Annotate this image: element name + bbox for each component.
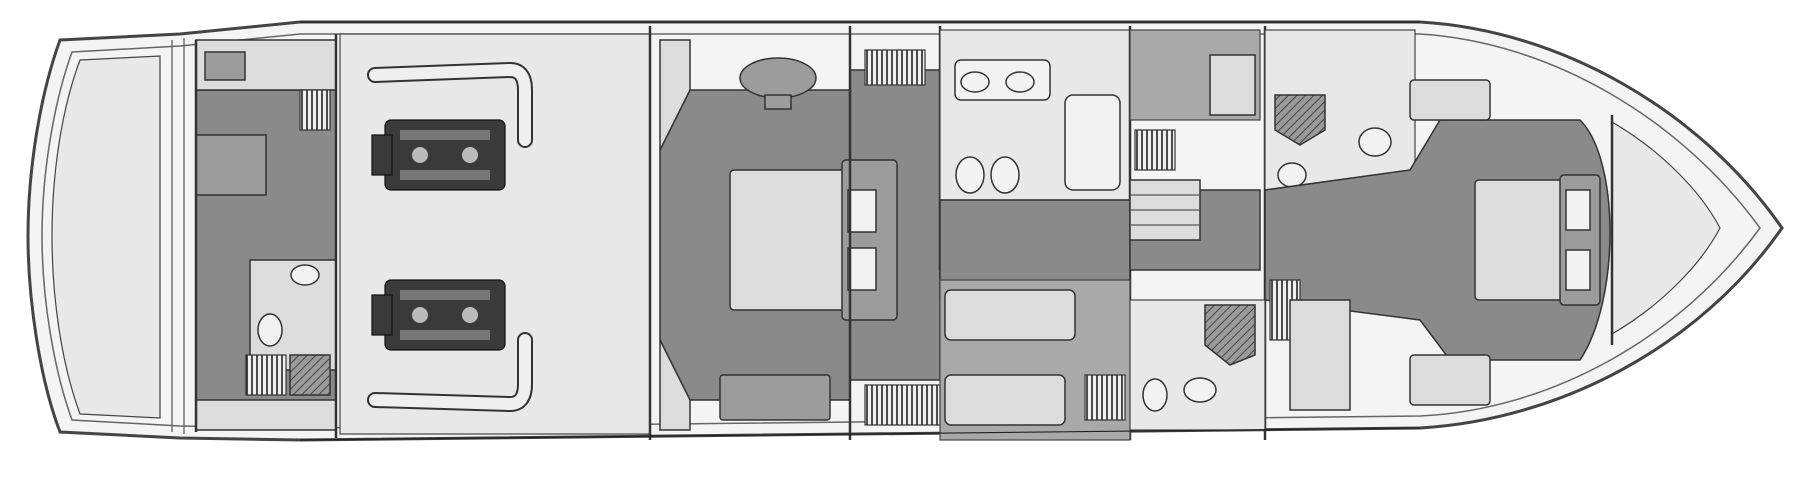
- vanity-stool-icon: [739, 57, 817, 99]
- engine-starboard-icon: [371, 279, 506, 351]
- toilet-icon: [955, 156, 985, 194]
- crew-shower-icon: [289, 354, 331, 396]
- stairway: [1129, 26, 1267, 440]
- vip-cabin: [1264, 79, 1721, 411]
- bidet-icon: [990, 156, 1020, 194]
- starboard-sink-icon: [1358, 127, 1392, 157]
- crew-sink-icon: [290, 264, 320, 286]
- sink-left-icon: [960, 71, 990, 93]
- vip-bed-icon: [1474, 174, 1601, 306]
- twin-wardrobe: [1084, 374, 1126, 421]
- guest-bathroom-starboard: [1264, 29, 1416, 191]
- master-bed-icon: [729, 159, 898, 321]
- crew-quarters: [194, 34, 338, 438]
- starboard-toilet-icon: [1277, 162, 1307, 188]
- twin-cabin: [939, 279, 1131, 441]
- swim-platform: [51, 38, 185, 434]
- guest-bathroom-port: [1129, 299, 1266, 431]
- crew-toilet-icon: [257, 313, 283, 347]
- shower-icon: [1204, 304, 1256, 366]
- crew-wardrobe-top: [299, 89, 331, 131]
- crew-wardrobe-bottom: [245, 354, 287, 396]
- sink-right-icon: [1005, 71, 1035, 93]
- bathtub-icon: [1064, 94, 1121, 191]
- single-bed-1-icon: [944, 289, 1076, 341]
- wardrobe-fwd: [864, 49, 926, 86]
- guest-sink-icon: [1183, 377, 1217, 403]
- engine-room: [339, 26, 652, 440]
- single-bed-2-icon: [944, 374, 1066, 426]
- guest-toilet-icon: [1142, 378, 1168, 412]
- master-sofa-icon: [719, 374, 831, 421]
- master-cabin: [659, 26, 942, 440]
- master-bathroom: [939, 26, 1132, 440]
- engine-port-icon: [371, 119, 506, 191]
- wardrobe-aft: [864, 384, 941, 426]
- hull-railings: [299, 21, 1421, 441]
- shower-starboard-icon: [1274, 94, 1326, 146]
